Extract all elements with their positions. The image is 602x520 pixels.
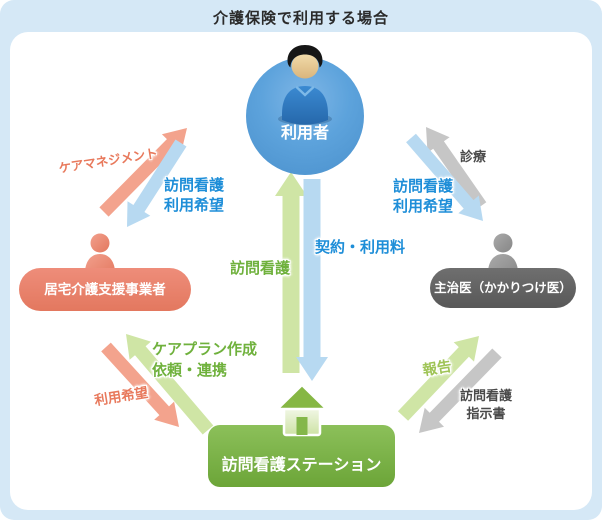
label-visit-request-left-line2: 利用希望 [163,197,224,214]
label-visit-request-right-line1: 訪問看護 [392,178,453,195]
label-visit-request-left-line1: 訪問看護 [163,177,224,194]
label-treatment: 診療 [452,146,494,165]
node-care-office: 居宅介護支援事業者 [19,268,191,311]
label-instruction-line1: 訪問看護 [459,388,512,403]
node-doctor: 主治医（かかりつけ医） [430,268,576,308]
label-visit-request-right: 訪問看護 利用希望 [386,177,460,217]
label-care-plan-line1: ケアプラン作成 [152,341,258,358]
label-care-plan: ケアプラン作成 依頼・連携 [152,339,266,381]
label-visit-request-right-line2: 利用希望 [392,198,453,215]
label-visit-request-left: 訪問看護 利用希望 [157,176,231,216]
label-contract: 契約・利用料 [315,236,409,257]
label-instruction: 訪問看護 指示書 [448,387,524,423]
label-home-nursing: 訪問看護 [228,257,292,278]
label-instruction-line2: 指示書 [466,406,506,421]
label-treatment-line: 診療 [459,149,486,164]
node-station: 訪問看護ステーション [208,425,395,487]
label-contract-line: 契約・利用料 [315,239,406,256]
station-house-icon [276,383,328,437]
diagram-title: 介護保険で利用する場合 [212,10,389,27]
node-user-label: 利用者 [280,125,329,142]
label-care-plan-line2: 依頼・連携 [152,362,228,379]
label-home-nursing-line: 訪問看護 [229,260,290,277]
user-person-icon [278,45,332,125]
